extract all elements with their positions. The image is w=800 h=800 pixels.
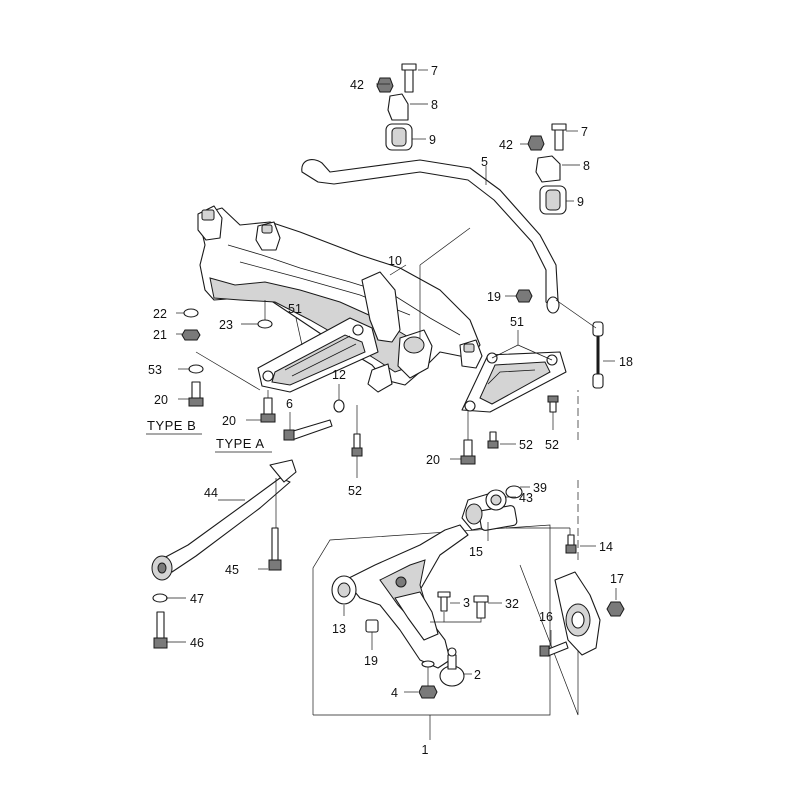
callout-17: 17 bbox=[610, 572, 624, 586]
callout-47: 47 bbox=[190, 592, 204, 606]
callout-44: 44 bbox=[204, 486, 218, 500]
callout-19-right: 19 bbox=[487, 290, 501, 304]
callout-52-right-b: 52 bbox=[545, 438, 559, 452]
stabilizer-link bbox=[555, 299, 604, 389]
callout-45: 45 bbox=[225, 563, 239, 577]
callout-16: 16 bbox=[539, 610, 553, 624]
callout-4: 4 bbox=[391, 686, 398, 700]
callout-12: 12 bbox=[332, 368, 346, 382]
callout-18: 18 bbox=[619, 355, 633, 369]
fasteners bbox=[152, 289, 577, 699]
callout-1: 1 bbox=[422, 743, 429, 757]
brace-left bbox=[257, 317, 379, 393]
stabilizer-bracket-right bbox=[527, 123, 567, 215]
leader-lines bbox=[166, 69, 617, 693]
type-a-label: TYPE A bbox=[216, 436, 265, 451]
steering-knuckle bbox=[554, 571, 625, 656]
callout-10: 10 bbox=[388, 254, 402, 268]
callout-3: 3 bbox=[463, 596, 470, 610]
callout-20-typeb: 20 bbox=[154, 393, 168, 407]
callout-20-typea: 20 bbox=[222, 414, 236, 428]
brace-right bbox=[461, 351, 567, 413]
callout-8-right: 8 bbox=[583, 159, 590, 173]
callout-labels: 1 2 3 4 5 6 7 7 8 8 9 9 10 12 13 14 15 1… bbox=[148, 64, 633, 757]
ball-joint bbox=[439, 647, 465, 687]
callout-21: 21 bbox=[153, 328, 167, 342]
lower-control-arm bbox=[331, 524, 469, 669]
stabilizer-bar bbox=[301, 159, 560, 314]
type-labels: TYPE B TYPE A bbox=[146, 418, 272, 453]
type-b-label: TYPE B bbox=[147, 418, 196, 433]
callout-6: 6 bbox=[286, 397, 293, 411]
callout-52-right-a: 52 bbox=[519, 438, 533, 452]
callout-14: 14 bbox=[599, 540, 613, 554]
callout-19-lower: 19 bbox=[364, 654, 378, 668]
callout-7-right: 7 bbox=[581, 125, 588, 139]
callout-15: 15 bbox=[469, 545, 483, 559]
assembly-bracket-lines bbox=[312, 390, 579, 740]
rear-bushing-bracket bbox=[461, 485, 523, 531]
callout-51-left: 51 bbox=[288, 302, 302, 316]
callout-22: 22 bbox=[153, 307, 167, 321]
callout-9-right: 9 bbox=[577, 195, 584, 209]
callout-5: 5 bbox=[481, 155, 488, 169]
callout-53: 53 bbox=[148, 363, 162, 377]
callout-8-left: 8 bbox=[431, 98, 438, 112]
callout-51-right: 51 bbox=[510, 315, 524, 329]
tension-rod bbox=[151, 459, 297, 581]
callout-46: 46 bbox=[190, 636, 204, 650]
callout-23: 23 bbox=[219, 318, 233, 332]
callout-42-right: 42 bbox=[499, 138, 513, 152]
callout-7-left: 7 bbox=[431, 64, 438, 78]
callout-13: 13 bbox=[332, 622, 346, 636]
callout-52-center: 52 bbox=[348, 484, 362, 498]
callout-2: 2 bbox=[474, 668, 481, 682]
callout-42-left: 42 bbox=[350, 78, 364, 92]
stabilizer-bracket-left bbox=[376, 63, 417, 151]
callout-43: 43 bbox=[519, 491, 533, 505]
callout-39: 39 bbox=[533, 481, 547, 495]
callout-20-right: 20 bbox=[426, 453, 440, 467]
callout-32: 32 bbox=[505, 597, 519, 611]
callout-9-left: 9 bbox=[429, 133, 436, 147]
